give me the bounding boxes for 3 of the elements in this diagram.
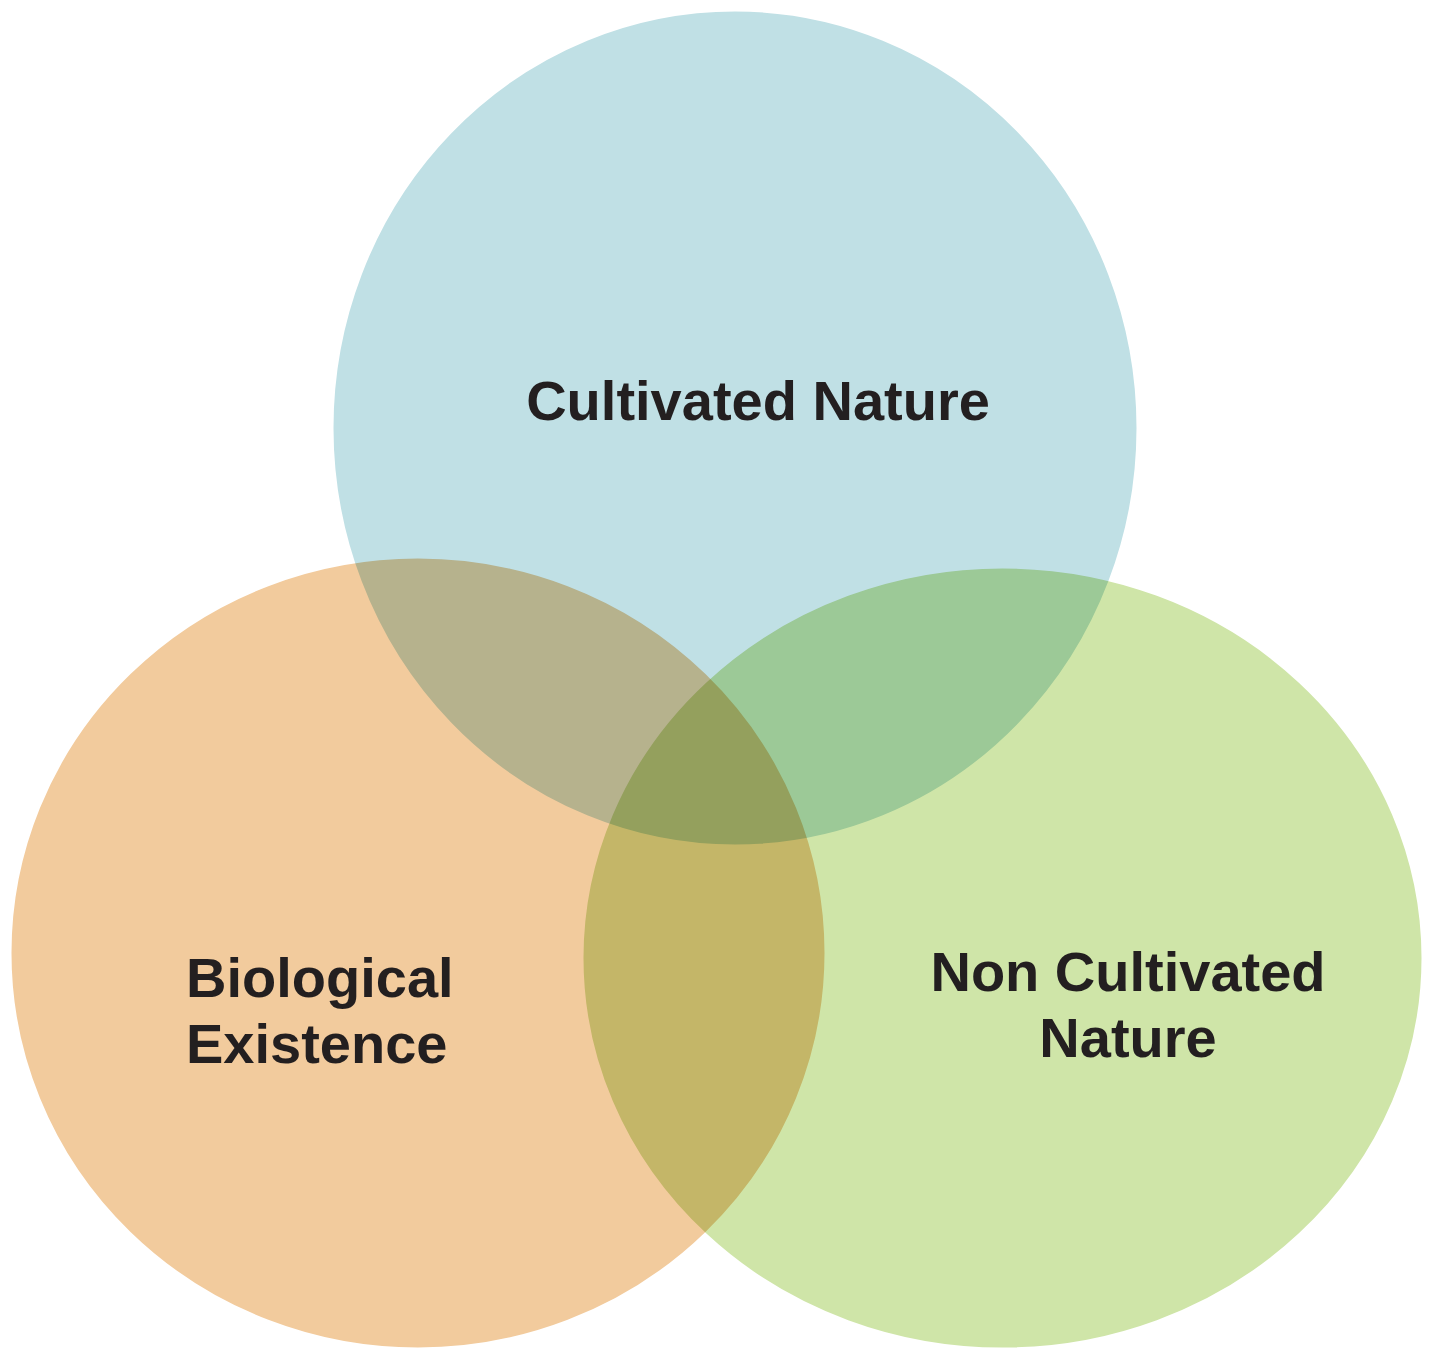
circle-label: Biological Existence xyxy=(186,945,455,1077)
circle-label: Non Cultivated Nature xyxy=(929,939,1327,1071)
circle-label: Cultivated Nature xyxy=(525,368,991,434)
